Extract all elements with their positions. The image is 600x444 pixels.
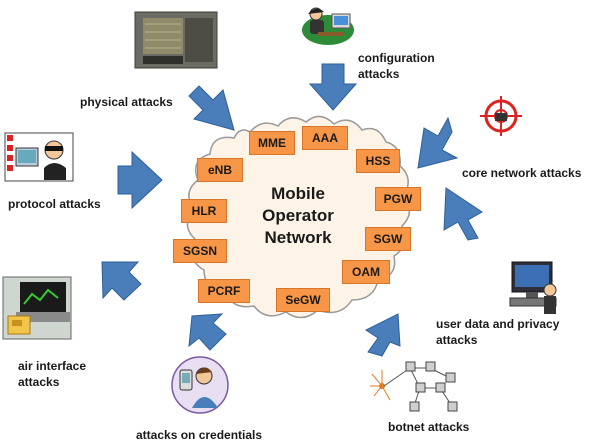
user-at-desktop-computer-icon	[509, 261, 557, 314]
crosshair-target-icon	[480, 96, 522, 136]
label-configuration: configuration attacks	[358, 50, 435, 82]
node-sgw: SGW	[365, 227, 411, 251]
node-pgw: PGW	[375, 187, 421, 211]
phone-user-credentials-icon	[171, 356, 229, 414]
node-mme: MME	[249, 131, 295, 155]
node-segw: SeGW	[276, 288, 330, 312]
label-physical: physical attacks	[80, 95, 173, 109]
center-line-1: Mobile	[271, 184, 325, 203]
arrow-air-interface	[101, 261, 142, 301]
label-air-interface: air interface attacks	[18, 358, 86, 390]
label-user-data: user data and privacy attacks	[436, 316, 559, 348]
label-air-interface-line-2: attacks	[18, 375, 60, 389]
arrow-user-data	[443, 187, 483, 241]
node-oam: OAM	[342, 260, 390, 284]
label-protocol: protocol attacks	[8, 197, 101, 211]
label-user-data-line-2: attacks	[436, 333, 478, 347]
center-line-2: Operator	[262, 206, 334, 225]
laptop-card-reader-icon	[2, 276, 72, 340]
node-aaa: AAA	[302, 126, 348, 150]
server-room-photo-icon	[134, 11, 218, 69]
center-title: Mobile Operator Network	[238, 183, 358, 249]
arrow-protocol	[117, 150, 163, 210]
label-user-data-line-1: user data and privacy	[436, 317, 560, 331]
label-configuration-line-1: configuration	[358, 51, 435, 65]
node-enb: eNB	[197, 158, 243, 182]
hacker-at-computer-icon	[302, 7, 354, 45]
botnet-network-icon	[370, 361, 458, 412]
arrow-physical	[188, 85, 235, 131]
label-botnet: botnet attacks	[388, 420, 470, 434]
label-air-interface-line-1: air interface	[18, 359, 87, 373]
node-sgsn: SGSN	[173, 239, 227, 263]
label-core-network: core network attacks	[462, 166, 582, 180]
arrow-core-network	[417, 116, 459, 169]
masked-hacker-icon	[4, 132, 74, 182]
center-line-3: Network	[264, 228, 332, 247]
label-configuration-line-2: attacks	[358, 67, 400, 81]
arrow-configuration	[308, 63, 358, 111]
node-hlr: HLR	[181, 199, 227, 223]
label-credentials: attacks on credentials	[136, 428, 263, 442]
node-pcrf: PCRF	[198, 279, 250, 303]
arrow-credentials	[188, 313, 227, 351]
node-hss: HSS	[356, 149, 400, 173]
arrow-botnet	[365, 313, 401, 357]
